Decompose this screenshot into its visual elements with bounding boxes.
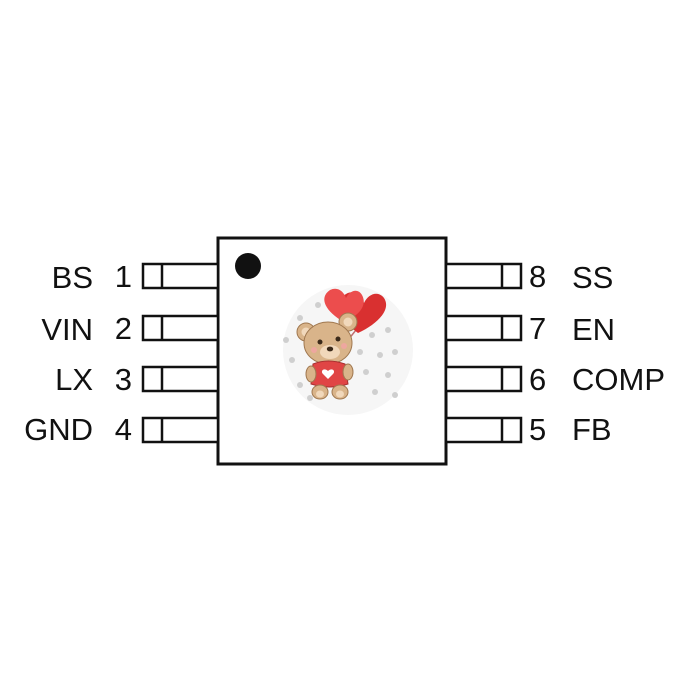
pin-8-lead [444, 262, 523, 290]
pin-3: 3 LX [55, 362, 220, 397]
pin-1-name: BS [52, 260, 93, 295]
pin-2-number: 2 [115, 311, 132, 346]
pin-8: 8 SS [444, 259, 613, 295]
pin-1-number: 1 [115, 259, 132, 294]
pin-5: 5 FB [444, 412, 612, 447]
pin-2-name: VIN [41, 312, 93, 347]
pin-8-number: 8 [529, 259, 546, 294]
pin1-marker-icon [235, 253, 261, 279]
pin-7: 7 EN [444, 311, 615, 347]
pin-7-name: EN [572, 312, 615, 347]
pin-3-number: 3 [115, 362, 132, 397]
pin-6-number: 6 [529, 362, 546, 397]
pin-3-lead [141, 365, 220, 393]
pin-6-name: COMP [572, 362, 665, 397]
pin-4-name: GND [24, 412, 93, 447]
pin-1: 1 BS [52, 259, 220, 295]
pin-5-name: FB [572, 412, 612, 447]
teddy-bear-logo-icon [283, 285, 413, 415]
pin-8-name: SS [572, 260, 613, 295]
pin-6: 6 COMP [444, 362, 665, 397]
pin-4-number: 4 [115, 412, 132, 447]
pin-2-lead [141, 314, 220, 342]
pin-5-lead [444, 416, 523, 444]
pin-7-number: 7 [529, 311, 546, 346]
pin-6-lead [444, 365, 523, 393]
pin-5-number: 5 [529, 412, 546, 447]
pin-3-name: LX [55, 362, 93, 397]
pin-4: 4 GND [24, 412, 220, 447]
pin-7-lead [444, 314, 523, 342]
pin-1-lead [141, 262, 220, 290]
pin-2: 2 VIN [41, 311, 220, 347]
pin-4-lead [141, 416, 220, 444]
